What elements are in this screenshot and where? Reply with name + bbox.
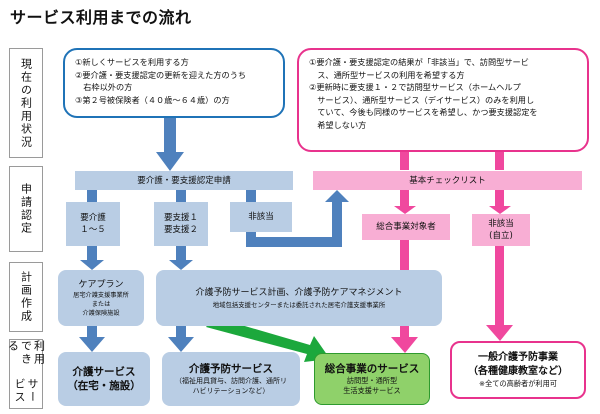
care-services-box: 介護サービス （在宅・施設） [58, 352, 150, 406]
row-label-services: 利用できるサービス [7, 339, 46, 409]
care-services-title: 介護サービス （在宅・施設） [67, 366, 141, 392]
arrow-plan-to-prevention-services [168, 326, 194, 352]
arrow-plan-to-care-services [79, 326, 105, 352]
row-label-plan: 計画作成 [9, 262, 43, 332]
basic-checklist: 基本チェックリスト [313, 171, 582, 190]
arrow-cert-to-results [87, 190, 256, 202]
prevention-plan-title: 介護予防サービス計画、介護予防ケアマネジメント [195, 287, 403, 298]
result-care-level: 要介護 １～５ [66, 202, 120, 246]
prevention-plan-box: 介護予防サービス計画、介護予防ケアマネジメント 地域包括支援センターまたは委託さ… [156, 270, 442, 326]
care-plan-box: ケアプラン 居宅介護支援事業所 または 介護保険施設 [58, 270, 144, 326]
certification-application: 要介護・要支援認定申請 [75, 171, 293, 190]
general-prevention-box: 一般介護予防事業 （各種健康教室など） ※全ての高齢者が利用可 [450, 341, 586, 399]
arrow-status-right-to-checklist [400, 150, 504, 170]
prevention-plan-sub: 地域包括支援センターまたは委託された居宅介護支援事業所 [212, 300, 386, 309]
result-not-applicable: 非該当 [230, 202, 292, 232]
care-plan-title: ケアプラン [78, 279, 124, 290]
general-services-sub: 訪問型・通所型 生活支援サービス [343, 376, 401, 395]
general-prevention-sub: ※全ての高齢者が利用可 [479, 379, 557, 388]
general-services-box: 総合事業のサービス 訪問型・通所型 生活支援サービス [314, 353, 430, 405]
prevention-services-sub: （福祉用具貸与、訪問介護、通所リ ハビリテーションなど） [175, 377, 287, 395]
row-label-status: 現在の利用状況 [9, 48, 43, 158]
arrow-checklist-to-results [394, 190, 511, 214]
arrow-prevention-to-general [206, 317, 330, 362]
result-general-target: 総合事業対象者 [362, 214, 450, 240]
arrow-notapplicable-to-checklist [246, 190, 349, 247]
result-support-level: 要支援１ 要支援２ [154, 202, 208, 246]
arrow-status-to-cert [156, 118, 184, 171]
arrow-selfreliant-to-prevention [486, 246, 513, 341]
care-plan-sub: 居宅介護支援事業所 または 介護保険施設 [73, 291, 129, 317]
status-box-right: ①要介護・要支援認定の結果が「非該当」で、訪問型サービ ス、通所型サービスの利用… [297, 48, 589, 152]
page-title: サービス利用までの流れ [10, 8, 192, 27]
status-box-left: ①新しくサービスを利用する方 ②要介護・要支援認定の更新を迎えた方のうち 右枠以… [63, 48, 285, 118]
prevention-services-box: 介護予防サービス （福祉用具貸与、訪問介護、通所リ ハビリテーションなど） [162, 352, 300, 406]
row-label-apply: 申請認定 [9, 166, 43, 252]
general-services-title: 総合事業のサービス [324, 363, 420, 375]
general-prevention-title: 一般介護予防事業 （各種健康教室など） [468, 352, 568, 377]
arrow-care-to-plan [80, 246, 104, 270]
prevention-services-title: 介護予防サービス [189, 363, 273, 375]
arrow-support-to-plan [169, 246, 193, 270]
result-self-reliant: 非該当 (自立) [472, 214, 530, 246]
